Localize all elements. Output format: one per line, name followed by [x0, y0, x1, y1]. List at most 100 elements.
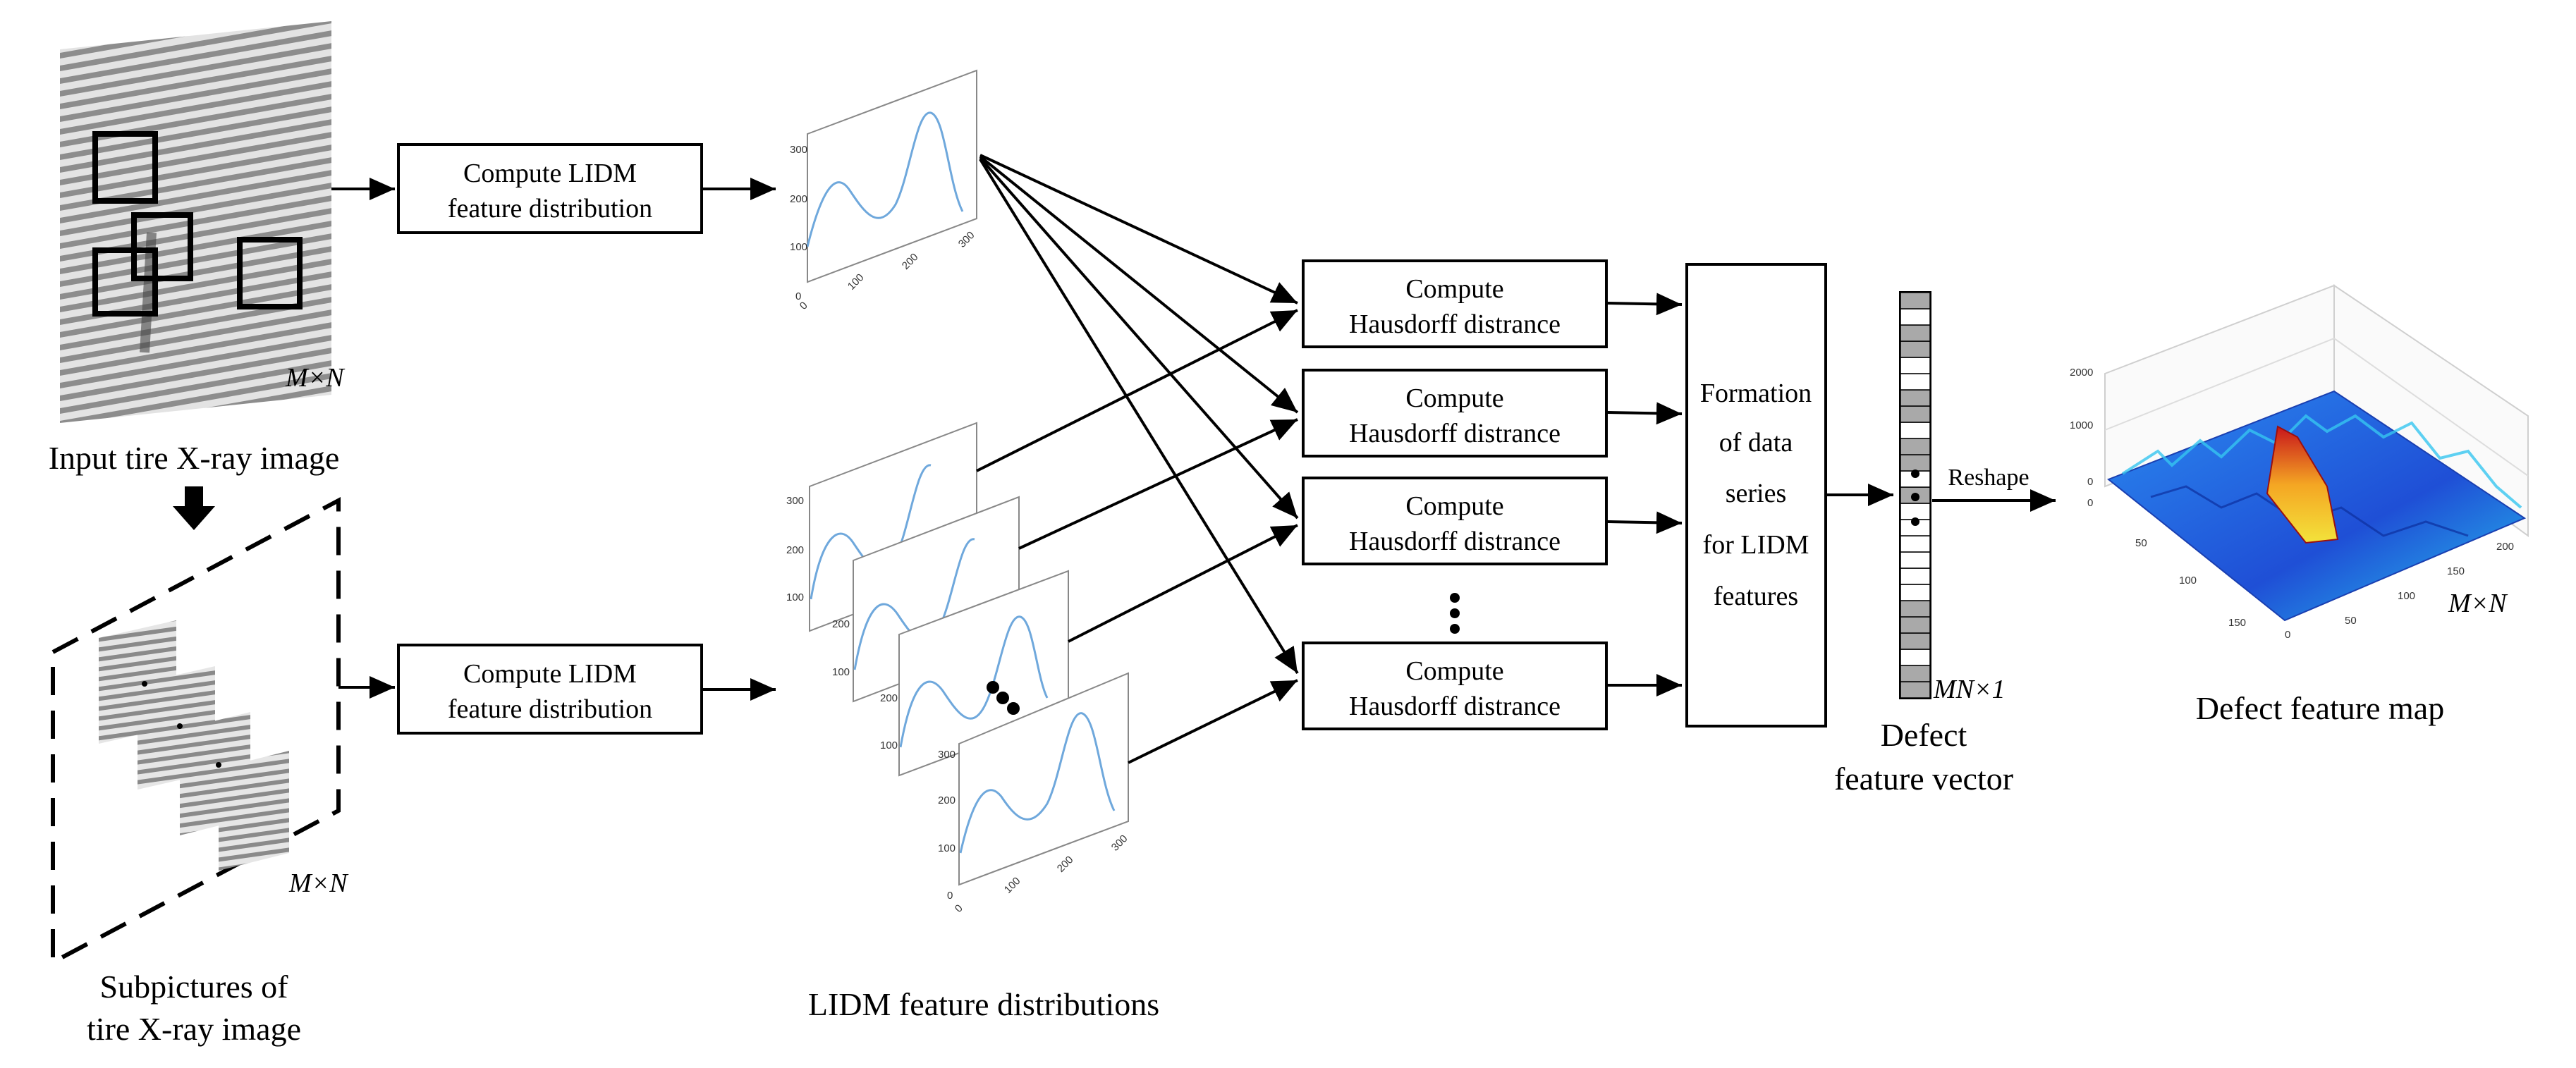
svg-text:200: 200 — [900, 251, 921, 272]
input-xray-image: M×N — [60, 21, 346, 423]
subpicture-panel: M×N — [51, 497, 349, 966]
svg-text:features: features — [1714, 582, 1798, 611]
defect-feature-map: 2000 1000 0 0 50 100 150 0 50 100 150 20… — [2070, 284, 2529, 641]
svg-text:for LIDM: for LIDM — [1703, 530, 1809, 560]
vector-cell — [1900, 665, 1931, 682]
vector-cell — [1900, 681, 1931, 699]
distribution-curve — [806, 111, 964, 247]
svg-text:200: 200 — [1055, 854, 1076, 875]
subpicture-caption-line1: Subpictures of — [99, 969, 288, 1005]
vector-cell — [1900, 324, 1931, 342]
svg-text:0: 0 — [2087, 497, 2093, 509]
fan-out-arrows — [976, 154, 1299, 764]
window-box — [237, 237, 303, 309]
svg-text:Compute: Compute — [1405, 491, 1503, 521]
vector-cell — [1900, 454, 1931, 472]
svg-text:2000: 2000 — [2070, 367, 2093, 379]
window-box — [131, 212, 193, 281]
svg-text:Hausdorff distrance: Hausdorff distrance — [1349, 527, 1561, 556]
vector-cell — [1900, 422, 1931, 439]
vector-cell — [1900, 340, 1931, 358]
svg-text:Compute LIDM: Compute LIDM — [463, 159, 637, 188]
svg-text:300: 300 — [786, 495, 804, 507]
svg-text:feature distribution: feature distribution — [448, 194, 652, 223]
distribution-plot-stack: 300 200 100 200 100 200 100 300 200 100 … — [786, 422, 1130, 915]
input-size-label: M×N — [285, 363, 346, 393]
svg-text:of data: of data — [1719, 428, 1793, 458]
arrow — [1607, 293, 1683, 316]
svg-text:100: 100 — [786, 591, 804, 603]
down-arrow-icon — [173, 486, 215, 530]
hausdorff-box: Compute Hausdorff distrance — [1302, 259, 1608, 348]
hausdorff-box: Compute Hausdorff distrance — [1302, 477, 1608, 565]
vector-cell — [1900, 649, 1931, 666]
svg-text:Compute: Compute — [1405, 383, 1503, 413]
svg-text:1000: 1000 — [2070, 419, 2093, 431]
hausdorff-box: Compute Hausdorff distrance — [1302, 642, 1608, 730]
compute-lidm-box-top: Compute LIDM feature distribution — [397, 143, 703, 234]
svg-text:300: 300 — [956, 229, 977, 250]
vector-cell — [1900, 503, 1931, 520]
dashed-frame — [51, 497, 341, 966]
xray-texture — [60, 21, 331, 423]
svg-text:100: 100 — [846, 271, 867, 293]
compute-lidm-box-bottom: Compute LIDM feature distribution — [397, 644, 703, 735]
svg-text:200: 200 — [2496, 541, 2514, 553]
svg-text:300: 300 — [938, 749, 956, 761]
svg-text:100: 100 — [938, 842, 956, 854]
vector-caption-line2: feature vector — [1834, 761, 2013, 797]
svg-text:0: 0 — [795, 290, 801, 302]
subpicture-tile — [219, 751, 289, 871]
ellipsis-dot — [1007, 702, 1020, 715]
vector-size-label: MN×1 — [1933, 675, 2006, 704]
vector-cell — [1900, 405, 1931, 423]
formation-box: Formation of data series for LIDM featur… — [1685, 263, 1827, 728]
svg-text:150: 150 — [2447, 565, 2465, 577]
input-caption: Input tire X-ray image — [49, 440, 340, 476]
distributions-caption: LIDM feature distributions — [808, 986, 1159, 1022]
vector-cell — [1900, 438, 1931, 455]
svg-text:200: 200 — [880, 692, 898, 704]
defect-peak — [2266, 425, 2339, 544]
svg-text:50: 50 — [2345, 615, 2357, 627]
svg-text:300: 300 — [790, 144, 807, 156]
feature-vector — [1899, 291, 1931, 699]
vector-cell — [1900, 567, 1931, 585]
subpicture-caption-line2: tire X-ray image — [87, 1011, 301, 1047]
svg-text:50: 50 — [2135, 537, 2147, 549]
distribution-plot-top: 300 200 100 0 0 100 200 300 — [790, 69, 977, 312]
svg-text:Hausdorff distrance: Hausdorff distrance — [1349, 309, 1561, 339]
window-box — [92, 131, 158, 204]
vertical-ellipsis — [1450, 593, 1460, 634]
hausdorff-box: Compute Hausdorff distrance — [1302, 369, 1608, 458]
vector-cell — [1900, 373, 1931, 391]
subpicture-size-label: M×N — [288, 868, 349, 898]
map-size-label: M×N — [2448, 589, 2508, 618]
svg-text:feature distribution: feature distribution — [448, 694, 652, 724]
svg-text:series: series — [1726, 479, 1787, 508]
svg-text:200: 200 — [938, 794, 956, 806]
svg-text:100: 100 — [790, 241, 807, 253]
svg-text:100: 100 — [2179, 575, 2197, 587]
svg-text:100: 100 — [2398, 590, 2415, 602]
vector-cell — [1900, 632, 1931, 650]
svg-text:Hausdorff distrance: Hausdorff distrance — [1349, 692, 1561, 721]
svg-text:0: 0 — [798, 300, 810, 312]
svg-text:Compute LIDM: Compute LIDM — [463, 659, 637, 689]
vector-cell — [1900, 584, 1931, 601]
svg-text:100: 100 — [832, 666, 850, 678]
map-caption: Defect feature map — [2196, 690, 2444, 726]
svg-text:Formation: Formation — [1700, 379, 1812, 408]
vector-cell — [1900, 292, 1931, 309]
svg-text:0: 0 — [947, 890, 953, 902]
window-box — [92, 247, 158, 317]
svg-text:Compute: Compute — [1405, 656, 1503, 686]
svg-text:100: 100 — [880, 739, 898, 751]
svg-text:Hausdorff distrance: Hausdorff distrance — [1349, 419, 1561, 448]
arrow — [1607, 511, 1683, 534]
vector-cell — [1900, 535, 1931, 553]
svg-text:200: 200 — [790, 193, 807, 205]
svg-text:200: 200 — [786, 544, 804, 556]
reshape-label: Reshape — [1948, 465, 2029, 491]
